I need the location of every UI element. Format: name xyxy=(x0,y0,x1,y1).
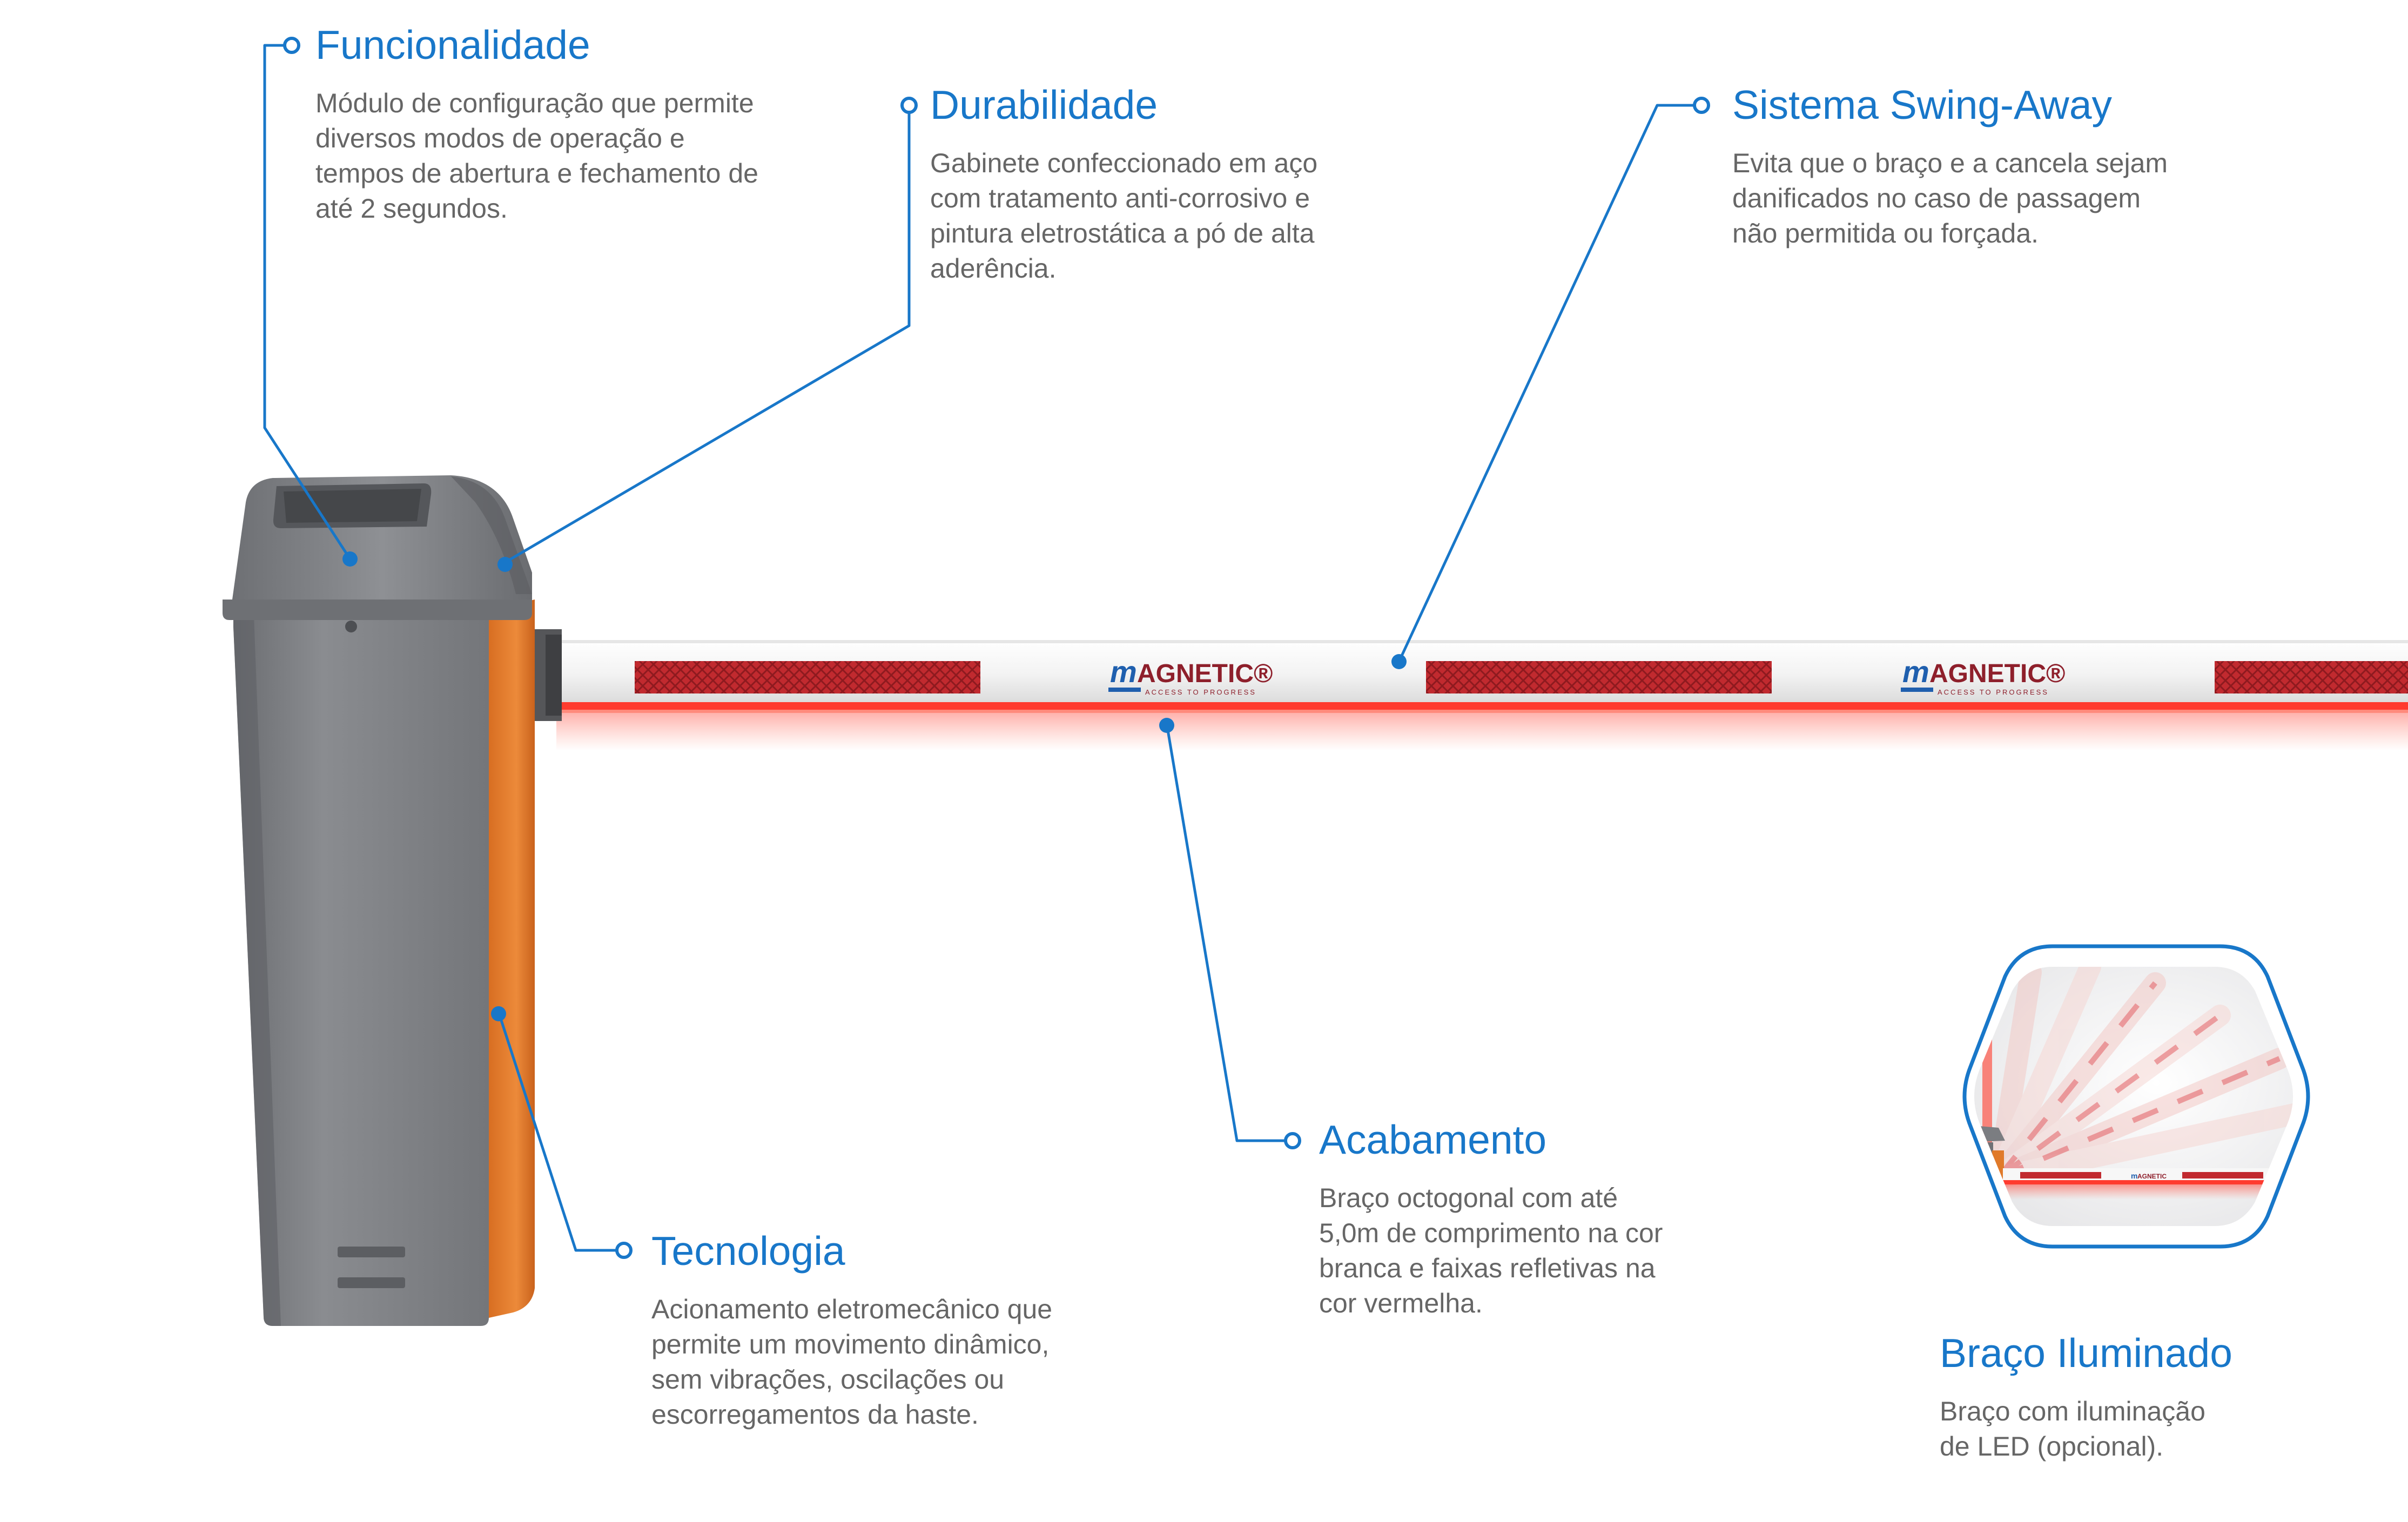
reflective-stripe xyxy=(635,661,980,693)
callout-swing-away: Sistema Swing-Away Evita que o braço e a… xyxy=(1732,85,2272,251)
arm-logo: m AGNETIC® ACCESS TO PROGRESS xyxy=(1901,655,2065,696)
arm-logo: m AGNETIC® ACCESS TO PROGRESS xyxy=(1108,655,1273,696)
callout-braco-iluminado: Braço Iluminado Braço com iluminação de … xyxy=(1940,1333,2372,1464)
connector-dot-durabilidade xyxy=(900,97,918,114)
arm-logo-tagline: ACCESS TO PROGRESS xyxy=(1938,688,2049,696)
feature-description: Braço com iluminação de LED (opcional). xyxy=(1940,1396,2205,1462)
hotspot-dot xyxy=(342,551,358,567)
svg-text:m: m xyxy=(1110,655,1137,689)
feature-title: Tecnologia xyxy=(651,1228,845,1274)
feature-title: Acabamento xyxy=(1319,1117,1547,1162)
barrier-cabinet xyxy=(223,475,535,1326)
connector-dot-funcionalidade xyxy=(283,37,300,54)
illuminated-arm-inset: m AGNETIC xyxy=(1962,944,2310,1249)
svg-text:m: m xyxy=(2131,1171,2137,1180)
feature-description: Braço octogonal com até 5,0m de comprime… xyxy=(1319,1183,1663,1318)
vent-slot xyxy=(338,1277,405,1288)
hotspot-dot xyxy=(497,557,513,572)
hotspot-dot xyxy=(491,1006,506,1021)
feature-description: Módulo de configuração que permite diver… xyxy=(315,88,758,224)
key-lock xyxy=(345,621,357,632)
arm-logo-text: AGNETIC® xyxy=(1929,659,2065,688)
feature-title: Durabilidade xyxy=(930,82,1158,127)
leader-line-acabamento xyxy=(1165,723,1288,1142)
barrier-arm xyxy=(546,640,2408,713)
vent-slot xyxy=(338,1247,405,1257)
feature-description: Gabinete confeccionado em aço com tratam… xyxy=(930,148,1318,284)
arm-led-glow xyxy=(556,708,2408,751)
leader-line-funcionalidade xyxy=(263,44,352,560)
connector-dot-acabamento xyxy=(1284,1132,1301,1149)
leader-line-tecnologia xyxy=(498,1015,621,1252)
callout-acabamento: Acabamento Braço octogonal com até 5,0m … xyxy=(1319,1120,1805,1321)
arm-logo-tagline: ACCESS TO PROGRESS xyxy=(1145,688,1256,696)
hotspot-dot xyxy=(1159,718,1174,733)
feature-description: Evita que o braço e a cancela sejam dani… xyxy=(1732,148,2168,248)
hotspot-dot xyxy=(1391,654,1407,669)
reflective-stripe xyxy=(1426,661,1772,693)
callout-funcionalidade: Funcionalidade Módulo de configuração qu… xyxy=(315,25,856,226)
reflective-stripe xyxy=(2215,661,2408,693)
arm-logo-text: AGNETIC® xyxy=(1137,659,1273,688)
feature-title: Funcionalidade xyxy=(315,22,590,68)
callout-durabilidade: Durabilidade Gabinete confeccionado em a… xyxy=(930,85,1416,286)
connector-dot-swing-away xyxy=(1693,97,1710,114)
feature-description: Acionamento eletromecânico que permite u… xyxy=(651,1294,1053,1430)
connector-dot-tecnologia xyxy=(615,1242,633,1259)
svg-text:m: m xyxy=(1902,655,1929,689)
svg-text:AGNETIC: AGNETIC xyxy=(2137,1173,2167,1180)
leader-line-swing-away xyxy=(1397,104,1699,663)
leader-line-durabilidade xyxy=(502,105,911,565)
feature-title: Braço Iluminado xyxy=(1940,1330,2232,1376)
callout-tecnologia: Tecnologia Acionamento eletromecânico qu… xyxy=(651,1231,1165,1432)
arm-hub xyxy=(532,629,562,721)
feature-title: Sistema Swing-Away xyxy=(1732,82,2113,127)
